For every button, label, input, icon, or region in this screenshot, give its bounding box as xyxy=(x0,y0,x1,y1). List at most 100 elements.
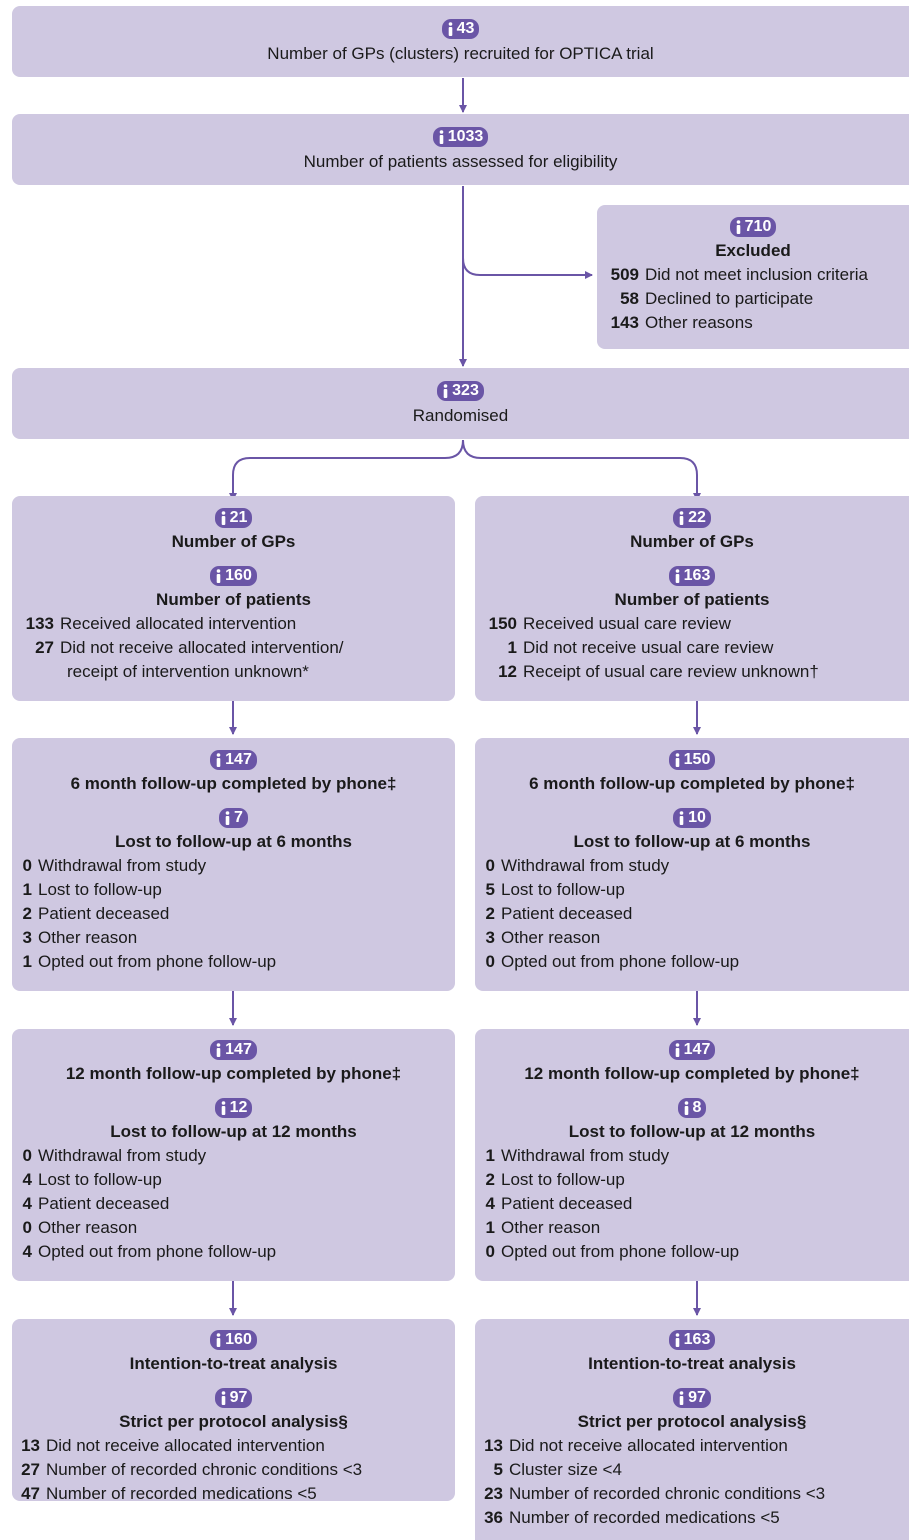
count-badge: 150 xyxy=(668,750,716,770)
box-label: Randomised xyxy=(412,406,509,425)
count-value: 147 xyxy=(225,751,252,768)
itt-label: Intention-to-treat analysis xyxy=(588,1354,796,1373)
left-12-month-box: 147 12 month follow-up completed by phon… xyxy=(12,1029,455,1281)
person-icon xyxy=(736,220,740,234)
left-6-month-box: 147 6 month follow-up completed by phone… xyxy=(12,738,455,991)
split-to-right xyxy=(462,439,701,501)
per-protocol-label: Strict per protocol analysis§ xyxy=(577,1412,807,1431)
person-icon xyxy=(221,1101,225,1115)
count-value: 10 xyxy=(688,809,706,826)
count-badge: 43 xyxy=(441,19,480,39)
right-6-month-box: 150 6 month follow-up completed by phone… xyxy=(475,738,909,991)
person-icon xyxy=(448,22,452,36)
lost-label: Lost to follow-up at 6 months xyxy=(573,832,811,851)
person-icon xyxy=(216,1333,221,1347)
person-icon xyxy=(216,1043,221,1057)
count-value: 8 xyxy=(692,1099,702,1116)
count-value: 97 xyxy=(688,1389,706,1406)
count-value: 163 xyxy=(683,567,711,584)
right-allocation-box: 22 Number of GPs 163 Number of patients … xyxy=(475,496,909,701)
count-badge: 147 xyxy=(668,1040,716,1060)
count-badge: 147 xyxy=(210,750,257,770)
count-badge: 21 xyxy=(214,508,253,528)
right-12-month-box: 147 12 month follow-up completed by phon… xyxy=(475,1029,909,1281)
count-value: 1033 xyxy=(447,128,484,145)
count-badge: 1033 xyxy=(432,127,489,147)
count-badge: 160 xyxy=(210,1330,257,1350)
person-icon xyxy=(675,569,679,583)
list-item-continued: receipt of intervention unknown* xyxy=(67,662,309,681)
count-badge: 12 xyxy=(214,1098,253,1118)
gp-label: Number of GPs xyxy=(630,532,754,551)
count-value: 12 xyxy=(229,1099,248,1116)
arrow-to-excluded xyxy=(462,257,593,279)
person-icon xyxy=(225,811,230,825)
excluded-title: Excluded xyxy=(715,241,791,260)
count-badge: 97 xyxy=(214,1388,253,1408)
left-allocation-box: 21 Number of GPs 160 Number of patients … xyxy=(12,496,455,701)
person-icon xyxy=(684,1101,688,1115)
patients-label: Number of patients xyxy=(156,590,311,609)
completed-label: 12 month follow-up completed by phone‡ xyxy=(524,1064,860,1083)
completed-label: 6 month follow-up completed by phone‡ xyxy=(70,774,397,793)
person-icon xyxy=(675,1333,679,1347)
count-badge: 147 xyxy=(210,1040,257,1060)
person-icon xyxy=(221,511,225,525)
gp-label: Number of GPs xyxy=(171,532,296,551)
count-badge: 22 xyxy=(673,508,711,528)
person-icon xyxy=(221,1391,225,1405)
lost-label: Lost to follow-up at 12 months xyxy=(110,1122,357,1141)
person-icon xyxy=(679,811,684,825)
assessed-box: 1033 Number of patients assessed for eli… xyxy=(12,114,909,185)
count-value: 7 xyxy=(234,809,243,826)
count-badge: 163 xyxy=(668,566,716,586)
count-badge: 97 xyxy=(673,1388,711,1408)
count-value: 710 xyxy=(744,218,772,235)
randomised-box: 323 Randomised xyxy=(12,368,909,439)
person-icon xyxy=(679,511,684,525)
person-icon xyxy=(216,753,221,767)
completed-label: 6 month follow-up completed by phone‡ xyxy=(529,774,855,793)
count-value: 22 xyxy=(688,509,706,526)
count-value: 97 xyxy=(229,1389,248,1406)
person-icon xyxy=(443,384,448,398)
count-value: 150 xyxy=(683,751,711,768)
count-value: 21 xyxy=(229,509,248,526)
patients-label: Number of patients xyxy=(614,590,770,609)
count-badge: 160 xyxy=(210,566,257,586)
count-value: 160 xyxy=(225,567,252,584)
lost-label: Lost to follow-up at 12 months xyxy=(568,1122,816,1141)
count-value: 147 xyxy=(683,1041,711,1058)
split-from-randomised xyxy=(229,439,464,501)
